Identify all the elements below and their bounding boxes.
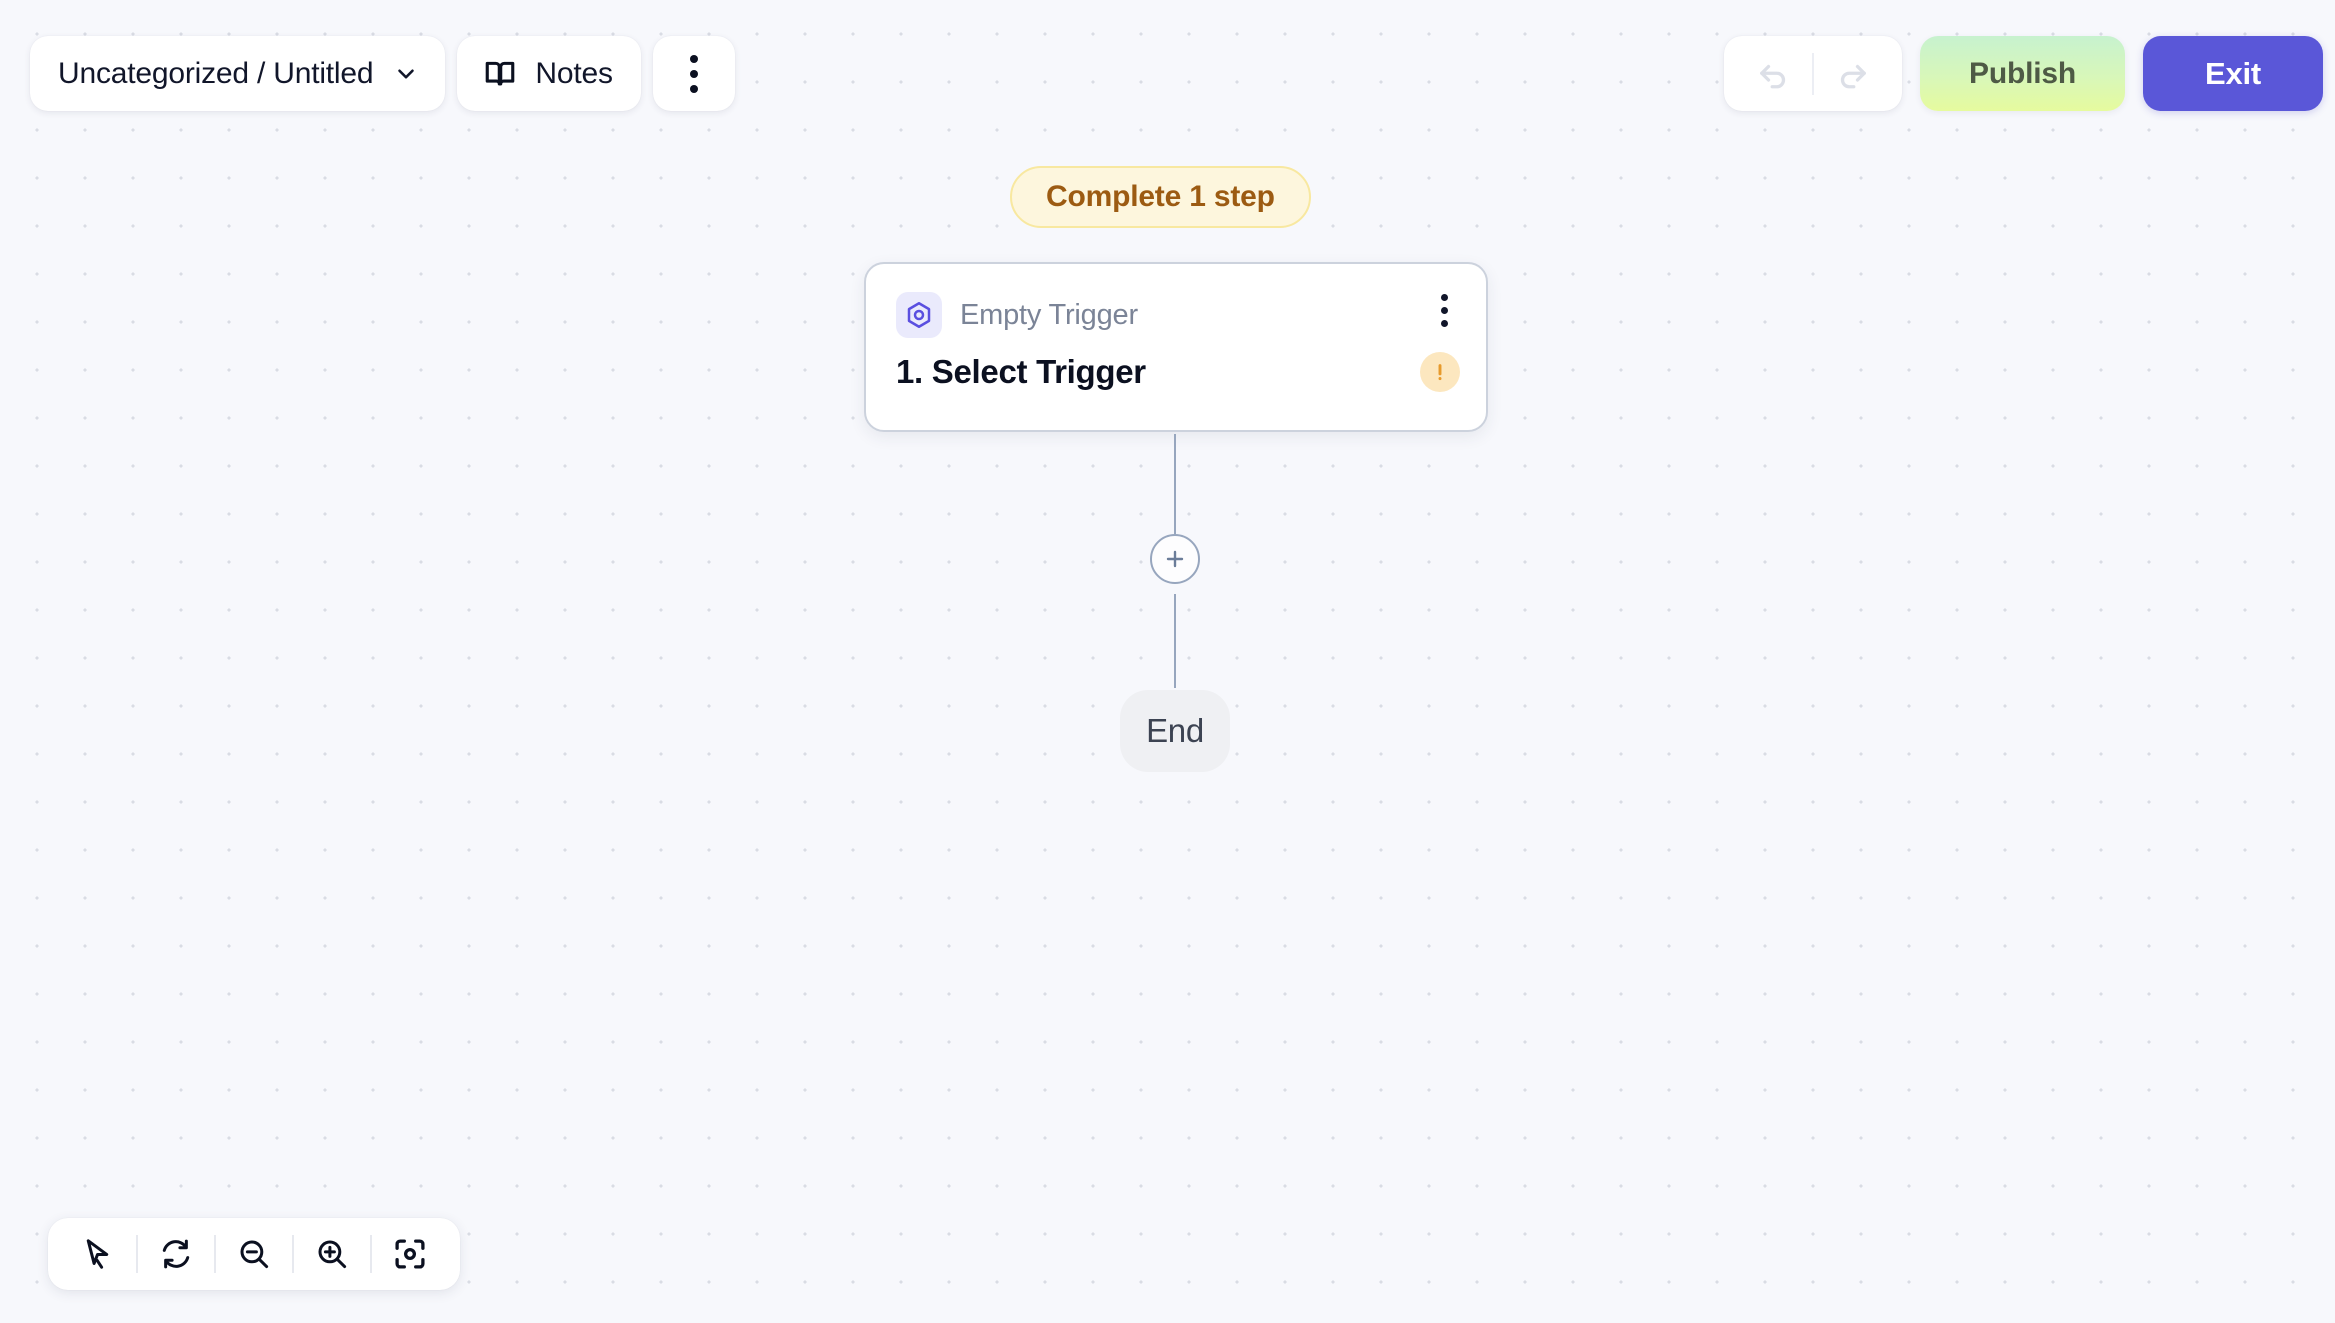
undo-redo-divider <box>1812 52 1814 95</box>
node-select-trigger[interactable]: Empty Trigger 1. Select Trigger <box>864 262 1488 432</box>
warning-exclamation-icon[interactable] <box>1420 352 1460 392</box>
add-step-button[interactable] <box>1150 534 1200 584</box>
book-icon <box>483 57 517 91</box>
end-label: End <box>1146 712 1204 749</box>
workflow-path-selector[interactable]: Uncategorized / Untitled <box>30 36 446 111</box>
toolbar-divider <box>370 1235 372 1273</box>
status-badge[interactable]: Complete 1 step <box>1010 166 1311 228</box>
magnifier-plus-icon <box>314 1236 350 1272</box>
more-options-button[interactable] <box>652 36 735 111</box>
hexagon-target-icon <box>896 292 942 338</box>
toolbar-top-left: Uncategorized / Untitled Notes <box>30 36 735 111</box>
edge-trigger-to-add <box>1174 434 1176 534</box>
toolbar-divider <box>136 1235 138 1273</box>
workflow-path-label: Uncategorized / Untitled <box>58 56 374 90</box>
node-title: 1. Select Trigger <box>896 353 1146 390</box>
edge-add-to-end <box>1174 594 1176 688</box>
node-header: Empty Trigger <box>866 264 1486 338</box>
redo-arrow-icon <box>1835 56 1871 92</box>
plus-icon <box>1163 547 1187 571</box>
redo-button[interactable] <box>1814 36 1892 111</box>
undo-redo-group <box>1724 36 1902 111</box>
kebab-menu-icon <box>689 54 698 93</box>
toolbar-divider <box>292 1235 294 1273</box>
select-tool[interactable] <box>60 1218 136 1290</box>
node-body: 1. Select Trigger <box>866 338 1486 392</box>
node-end[interactable]: End <box>1120 690 1230 772</box>
fit-view-tool[interactable] <box>372 1218 448 1290</box>
node-subtitle: Empty Trigger <box>960 298 1138 331</box>
canvas-toolbar <box>48 1218 460 1290</box>
publish-button[interactable]: Publish <box>1920 36 2125 111</box>
zoom-in-tool[interactable] <box>294 1218 370 1290</box>
undo-arrow-icon <box>1755 56 1791 92</box>
node-menu-button[interactable] <box>1431 290 1458 331</box>
exit-button[interactable]: Exit <box>2143 36 2323 111</box>
notes-label: Notes <box>535 56 613 90</box>
toolbar-divider <box>214 1235 216 1273</box>
reset-view-tool[interactable] <box>138 1218 214 1290</box>
undo-button[interactable] <box>1734 36 1812 111</box>
notes-button[interactable]: Notes <box>457 36 641 111</box>
chevron-down-icon <box>393 61 419 87</box>
focus-frame-icon <box>392 1236 428 1272</box>
zoom-out-tool[interactable] <box>216 1218 292 1290</box>
magnifier-minus-icon <box>236 1236 272 1272</box>
cursor-arrow-icon <box>80 1236 116 1272</box>
refresh-icon <box>158 1236 194 1272</box>
toolbar-top-right: Publish Exit <box>1724 36 2323 111</box>
